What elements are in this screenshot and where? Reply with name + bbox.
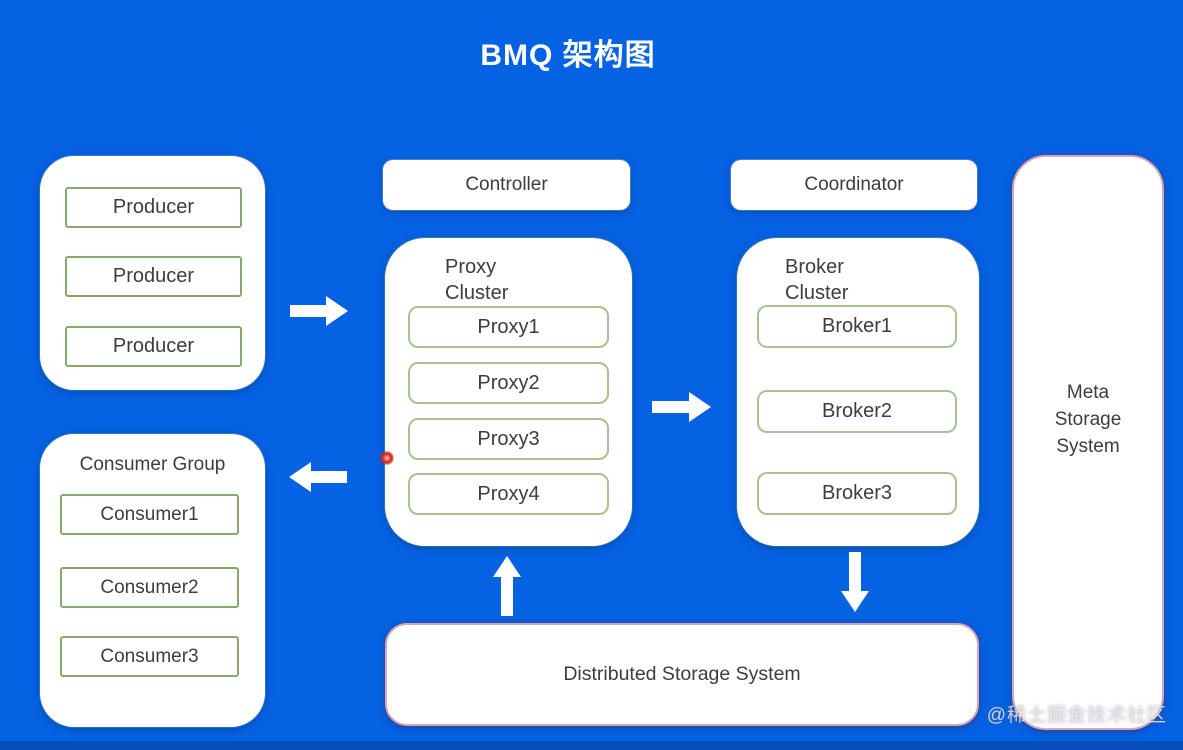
broker-cluster-title-line2: Cluster	[785, 282, 849, 304]
broker-cluster-title-line1: Broker	[785, 256, 844, 278]
distributed-storage-panel: Distributed Storage System	[385, 623, 979, 726]
proxy-node: Proxy4	[408, 473, 609, 515]
producer-node: Producer	[65, 326, 242, 367]
proxy-cluster-panel: Proxy Cluster Proxy1 Proxy2 Proxy3 Proxy…	[385, 238, 632, 546]
broker-cluster-panel: Broker Cluster Broker1 Broker2 Broker3	[737, 238, 979, 546]
meta-storage-line1: Meta	[1066, 382, 1110, 403]
broker-cluster-title: Broker Cluster	[785, 254, 848, 306]
producer-group-panel: Producer Producer Producer	[40, 156, 265, 390]
coordinator-label: Coordinator	[804, 174, 904, 195]
consumer-node: Consumer3	[60, 636, 239, 677]
proxy-cluster-title-line2: Cluster	[445, 282, 509, 304]
meta-storage-label: Meta Storage System	[1014, 157, 1162, 728]
meta-storage-panel: Meta Storage System	[1012, 155, 1164, 730]
broker-node: Broker2	[757, 390, 957, 433]
proxy-node: Proxy3	[408, 418, 609, 460]
arrow-storage-to-proxy-icon	[493, 556, 521, 616]
consumer-node: Consumer1	[60, 494, 239, 535]
diagram-title: BMQ 架构图	[480, 39, 656, 72]
distributed-storage-label: Distributed Storage System	[563, 663, 801, 685]
arrow-producers-to-proxy-icon	[290, 296, 348, 326]
consumer-group-title: Consumer Group	[79, 454, 226, 475]
consumer-group-panel: Consumer Group Consumer1 Consumer2 Consu…	[40, 434, 265, 727]
watermark: @稀土掘金技术社区	[986, 705, 1167, 726]
proxy-cluster-title: Proxy Cluster	[445, 254, 508, 306]
arrow-broker-to-storage-icon	[841, 552, 869, 612]
controller-label: Controller	[465, 174, 548, 195]
broker-node: Broker3	[757, 472, 957, 515]
proxy-node: Proxy2	[408, 362, 609, 404]
consumer-node: Consumer2	[60, 567, 239, 608]
meta-storage-line3: System	[1056, 436, 1120, 457]
meta-storage-line2: Storage	[1054, 409, 1122, 430]
bottom-edge-bar	[0, 741, 1183, 750]
controller-box: Controller	[383, 160, 630, 210]
coordinator-box: Coordinator	[731, 160, 977, 210]
proxy-node: Proxy1	[408, 306, 609, 348]
laser-pointer-dot-icon	[380, 451, 394, 465]
arrow-proxy-to-consumers-icon	[289, 462, 347, 492]
producer-node: Producer	[65, 187, 242, 228]
broker-node: Broker1	[757, 305, 957, 348]
arrow-proxy-to-broker-icon	[652, 392, 711, 422]
producer-node: Producer	[65, 256, 242, 297]
proxy-cluster-title-line1: Proxy	[445, 256, 497, 278]
